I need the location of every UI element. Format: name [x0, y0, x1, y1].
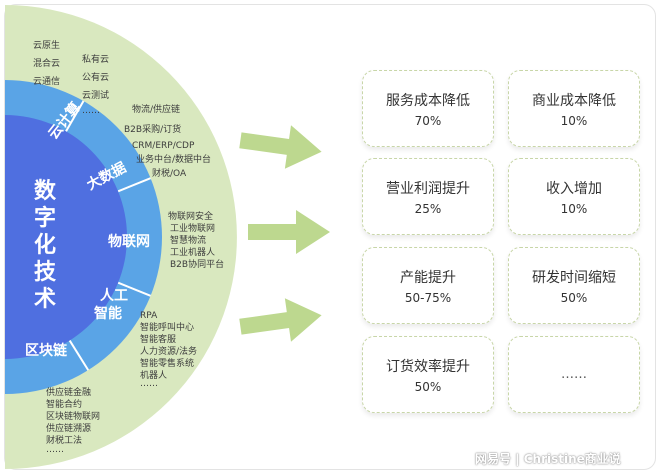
- result-box: 营业利润提升 25%: [362, 158, 494, 235]
- result-box: 订货效率提升 50%: [362, 336, 494, 413]
- svg-text:云测试: 云测试: [82, 89, 109, 101]
- svg-text:CRM/ERP/CDP: CRM/ERP/CDP: [132, 141, 195, 151]
- watermark: 网易号 | Christine商业说: [475, 452, 621, 466]
- ai-items: RPA 智能呼叫中心 智能客服 人力资源/法务 智能零售系统 机器人 ……: [140, 311, 197, 389]
- svg-text:混合云: 混合云: [33, 57, 60, 69]
- svg-text:智能零售系统: 智能零售系统: [140, 357, 194, 369]
- svg-text:工业物联网: 工业物联网: [170, 222, 215, 234]
- svg-text:……: ……: [140, 379, 158, 389]
- svg-text:RPA: RPA: [140, 311, 158, 321]
- svg-text:区块链物联网: 区块链物联网: [46, 410, 100, 422]
- arrow-right-icon: [248, 210, 330, 254]
- result-more-dots: ……: [561, 367, 587, 382]
- svg-text:智能呼叫中心: 智能呼叫中心: [140, 321, 194, 333]
- svg-text:财税/OA: 财税/OA: [152, 167, 187, 179]
- result-value: 70%: [414, 113, 442, 128]
- svg-text:B2B采购/订货: B2B采购/订货: [124, 123, 181, 135]
- result-value: 50%: [414, 379, 442, 394]
- result-box: 服务成本降低 70%: [362, 70, 494, 147]
- svg-text:人力资源/法务: 人力资源/法务: [140, 345, 197, 357]
- result-value: 50-75%: [404, 290, 452, 305]
- iot-items: 物联网安全 工业物联网 智慧物流 工业机器人 B2B协同平台: [168, 210, 224, 270]
- result-box: 研发时间缩短 50%: [508, 247, 640, 324]
- result-value: 25%: [414, 201, 442, 216]
- result-box: 产能提升 50-75%: [362, 247, 494, 324]
- svg-text:云通信: 云通信: [33, 75, 60, 87]
- ring-separator: [68, 339, 90, 371]
- result-title: 产能提升: [400, 269, 456, 286]
- result-box: 收入增加 10%: [508, 158, 640, 235]
- svg-text:供应链金融: 供应链金融: [46, 386, 91, 398]
- result-title: 订货效率提升: [386, 358, 470, 375]
- svg-text:……: ……: [46, 445, 64, 455]
- svg-text:财税工法: 财税工法: [46, 434, 82, 446]
- result-title: 商业成本降低: [532, 92, 616, 109]
- arrow-right-icon: [239, 125, 322, 169]
- svg-text:智能合约: 智能合约: [46, 398, 82, 410]
- result-title: 营业利润提升: [386, 180, 470, 197]
- result-title: 服务成本降低: [386, 92, 470, 109]
- svg-text:……: ……: [82, 106, 100, 116]
- result-title: 研发时间缩短: [532, 269, 616, 286]
- arrow-right-icon: [239, 298, 322, 342]
- blockchain-items: 供应链金融 智能合约 区块链物联网 供应链溯源 财税工法 ……: [46, 386, 100, 455]
- ring-separators: [65, 100, 151, 371]
- svg-text:物流/供应链: 物流/供应链: [132, 103, 180, 115]
- svg-text:供应链溯源: 供应链溯源: [46, 422, 91, 434]
- svg-text:物联网安全: 物联网安全: [168, 210, 213, 222]
- result-box: 商业成本降低 10%: [508, 70, 640, 147]
- svg-text:B2B协同平台: B2B协同平台: [170, 258, 224, 270]
- core-circle: [5, 115, 127, 359]
- core-label: 数 字 化 技 术: [34, 178, 64, 312]
- result-value: 10%: [560, 201, 588, 216]
- result-title: 收入增加: [546, 180, 602, 197]
- svg-text:工业机器人: 工业机器人: [170, 246, 215, 258]
- segment-label-iot: 物联网: [108, 233, 150, 250]
- segment-label-ai: 人工 智能: [93, 287, 133, 322]
- technology-fan: 数 字 化 技 术 云计算 大数据 物联网 人工 智能 区块链 云原生 混合云 …: [5, 5, 237, 469]
- segment-label-blockchain: 区块链: [25, 342, 68, 359]
- result-value: 10%: [560, 113, 588, 128]
- result-box-more: ……: [508, 336, 640, 413]
- bigdata-items: 物流/供应链 B2B采购/订货 CRM/ERP/CDP 业务中台/数据中台 财税…: [124, 103, 211, 179]
- svg-text:业务中台/数据中台: 业务中台/数据中台: [136, 153, 211, 165]
- svg-text:云原生: 云原生: [33, 39, 60, 51]
- svg-text:公有云: 公有云: [82, 71, 109, 83]
- ring-separator: [117, 177, 151, 193]
- ring-separator: [117, 281, 151, 297]
- ring-separator: [65, 100, 85, 132]
- svg-text:私有云: 私有云: [82, 53, 109, 65]
- svg-text:机器人: 机器人: [140, 369, 167, 381]
- svg-text:智能客服: 智能客服: [140, 333, 176, 345]
- cloud-items: 云原生 混合云 云通信 私有云 公有云 云测试 ……: [33, 39, 109, 116]
- svg-text:智慧物流: 智慧物流: [170, 234, 206, 246]
- result-value: 50%: [560, 290, 588, 305]
